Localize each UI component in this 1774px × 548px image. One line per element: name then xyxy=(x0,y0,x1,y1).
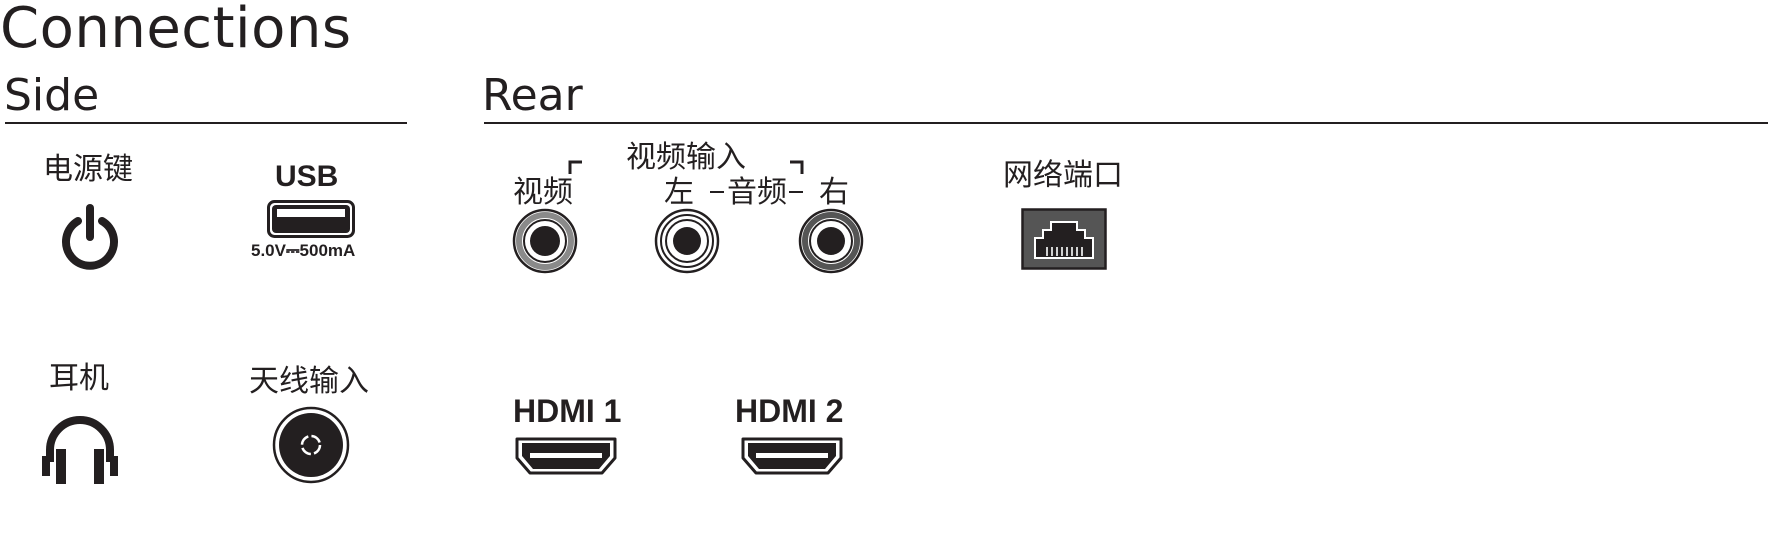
hdmi1-label: HDMI 1 xyxy=(513,393,622,429)
antenna-label: 天线输入 xyxy=(249,364,369,399)
rear-divider xyxy=(484,122,1768,124)
usb-label: USB xyxy=(275,160,339,193)
audio-label: 音频 xyxy=(727,175,787,210)
rca-video-jack-icon xyxy=(512,208,578,274)
hdmi-port-icon xyxy=(741,437,843,475)
rear-heading: Rear xyxy=(482,70,583,121)
ethernet-port-icon xyxy=(1021,208,1107,270)
power-icon xyxy=(62,204,118,270)
side-heading: Side xyxy=(4,70,100,121)
group-bracket-left xyxy=(568,160,582,174)
audio-dash-left xyxy=(710,191,724,193)
video-input-group-label: 视频输入 xyxy=(626,140,746,175)
rca-audio-right-jack-icon xyxy=(798,208,864,274)
usb-port-icon xyxy=(267,200,355,238)
headphone-label: 耳机 xyxy=(49,361,109,396)
audio-right-label: 右 xyxy=(819,175,849,210)
hdmi2-label: HDMI 2 xyxy=(735,393,844,429)
group-bracket-right xyxy=(790,160,804,174)
video-label: 视频 xyxy=(513,175,573,210)
rca-audio-left-jack-icon xyxy=(654,208,720,274)
usb-spec: 5.0V⎓500mA xyxy=(251,241,356,260)
network-label: 网络端口 xyxy=(1003,158,1123,193)
headphones-icon xyxy=(42,416,118,484)
audio-left-label: 左 xyxy=(664,175,694,210)
hdmi-port-icon xyxy=(515,437,617,475)
page-title: Connections xyxy=(0,0,352,61)
audio-dash-right xyxy=(789,191,803,193)
side-divider xyxy=(5,122,407,124)
power-label: 电源键 xyxy=(43,152,133,187)
antenna-input-icon xyxy=(272,406,350,484)
